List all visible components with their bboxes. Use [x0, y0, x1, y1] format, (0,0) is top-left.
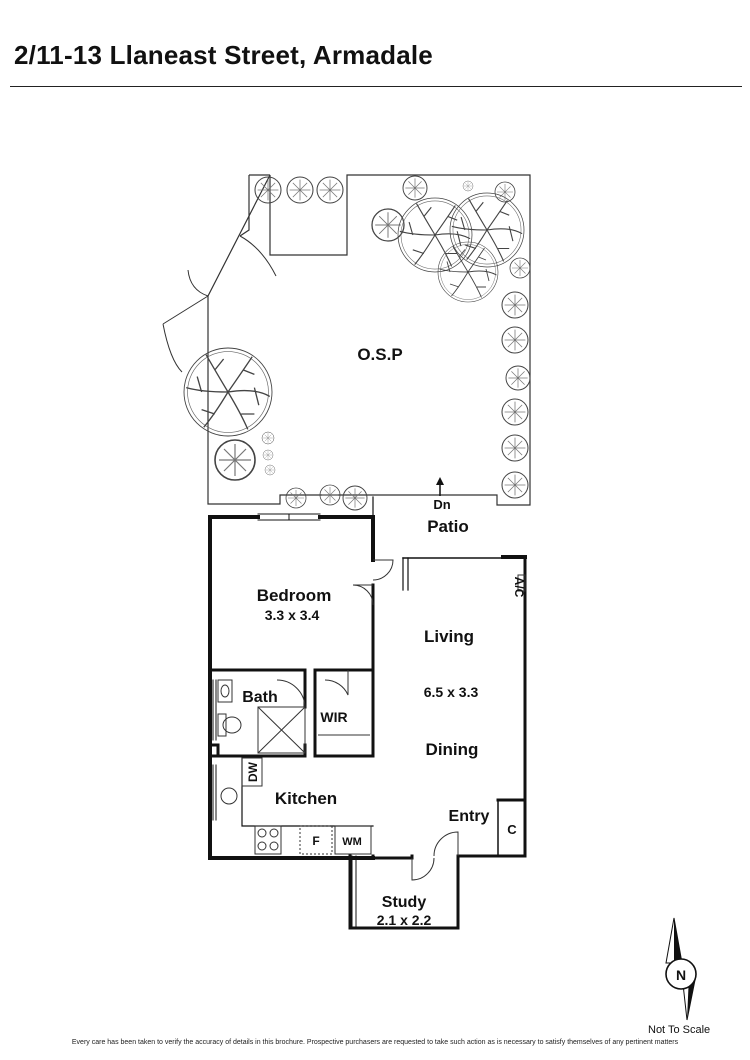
osp-garden: [162, 174, 531, 511]
title-divider: [10, 86, 742, 87]
bathroom-fixtures: [217, 679, 306, 754]
scale-note: Not To Scale: [648, 1024, 711, 1036]
disclaimer-text: Every care has been taken to verify the …: [71, 1039, 679, 1046]
patio-label: Patio: [427, 517, 469, 536]
door-swings: [276, 559, 459, 881]
compass-north-label: N: [676, 967, 686, 983]
stairs-down-label: Dn: [433, 497, 450, 512]
washing-machine-label: WM: [342, 836, 362, 848]
stairs-down-arrow: [436, 477, 444, 496]
living-label: Living: [424, 627, 474, 646]
page-title: 2/11-13 Llaneast Street, Armadale: [14, 40, 433, 70]
bedroom-label: Bedroom: [257, 586, 332, 605]
kitchen-label: Kitchen: [275, 789, 337, 808]
bath-label: Bath: [242, 689, 278, 706]
dishwasher-label: DW: [246, 761, 260, 782]
living-dims: 6.5 x 3.3: [424, 684, 479, 700]
study-dims: 2.1 x 2.2: [377, 912, 432, 928]
study-label: Study: [382, 894, 427, 911]
cupboard-label: C: [507, 822, 517, 837]
ac-unit: [517, 574, 526, 592]
ac-label: A/C: [512, 577, 526, 598]
wir-label: WIR: [320, 709, 347, 725]
building-walls: [208, 496, 527, 930]
bedroom-dims: 3.3 x 3.4: [265, 607, 320, 623]
osp-label: O.S.P: [357, 345, 402, 364]
dining-label: Dining: [426, 740, 479, 759]
north-compass-icon: [665, 917, 697, 1021]
fridge-label: F: [312, 834, 319, 848]
kitchen-fixtures: [220, 757, 372, 855]
entry-label: Entry: [449, 808, 490, 825]
